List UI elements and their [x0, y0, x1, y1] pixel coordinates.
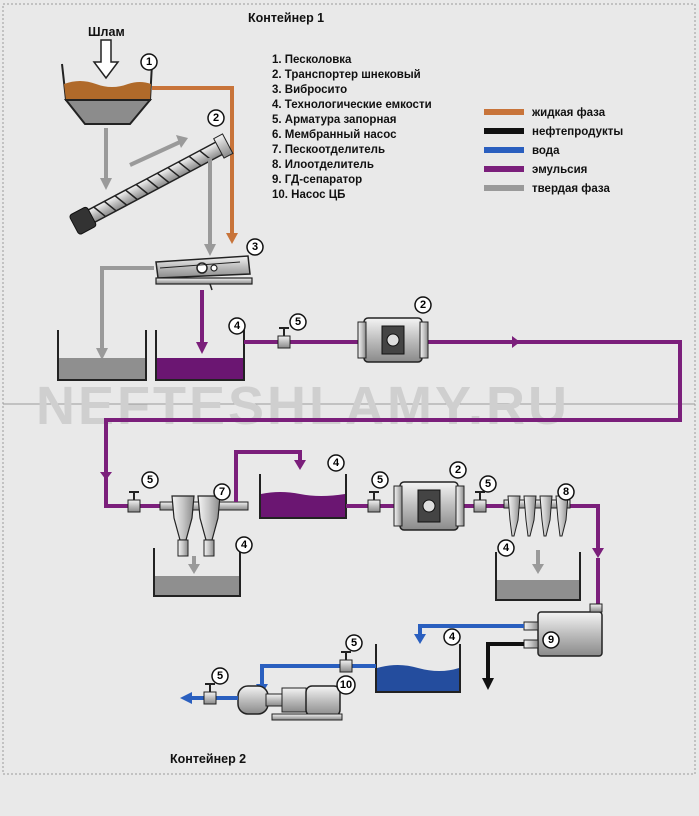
component-item: 7. Пескоотделитель — [272, 144, 385, 156]
marker-circle — [336, 675, 356, 695]
marker-group: 1 2 3 4 5 2 5 7 4 5 2 5 8 4 4 9 4 — [140, 53, 575, 695]
legend-swatch-liquid — [484, 109, 524, 115]
marker-circle — [235, 536, 253, 554]
legend-label: вода — [532, 145, 560, 157]
legend-swatch-water — [484, 147, 524, 153]
marker-circle — [140, 53, 158, 71]
solid-line-sieve — [100, 266, 154, 350]
legend: жидкая фаза нефтепродукты вода эмульсия … — [484, 107, 623, 195]
legend-swatch-emulsion — [484, 166, 524, 172]
marker-circle — [443, 628, 461, 646]
container-1-title: Контейнер 1 — [248, 11, 324, 25]
feed-arrow — [92, 39, 120, 80]
marker-circle — [327, 454, 345, 472]
emulsion-main-line — [104, 340, 682, 508]
marker-label: 3 — [252, 241, 258, 253]
marker-label: 4 — [241, 539, 248, 551]
component-item: 3. Вибросито — [272, 84, 347, 96]
sand-separator — [159, 495, 249, 557]
gd-separator — [523, 603, 603, 657]
components-list: 1. Песколовка 2. Транспортер шнековый 3.… — [272, 54, 432, 201]
tank-solid-2 — [153, 548, 241, 597]
marker-circle — [497, 539, 515, 557]
valve-5c — [367, 491, 381, 513]
marker-label: 1 — [146, 56, 152, 68]
marker-circle — [211, 667, 229, 685]
component-item: 10. Насос ЦБ — [272, 189, 345, 201]
tank-solid-1 — [57, 330, 147, 381]
legend-swatch-solid — [484, 185, 524, 191]
marker-circle — [557, 483, 575, 501]
sand-trap — [61, 63, 153, 125]
component-item: 2. Транспортер шнековый — [272, 69, 421, 81]
marker-circle — [289, 313, 307, 331]
marker-label: 5 — [351, 637, 357, 649]
marker-label: 5 — [217, 670, 223, 682]
diaphragm-pump-1 — [357, 317, 429, 363]
marker-circle — [371, 471, 389, 489]
marker-label: 4 — [234, 320, 241, 332]
tank-emulsion-1 — [155, 330, 245, 381]
legend-label: твердая фаза — [532, 183, 610, 195]
marker-circle — [449, 461, 467, 479]
marker-label: 7 — [219, 486, 225, 498]
component-item: 4. Технологические емкости — [272, 99, 432, 111]
screw-conveyor — [69, 133, 234, 235]
container-2-frame — [2, 403, 696, 775]
vibro-sieve — [155, 255, 253, 291]
marker-circle — [345, 634, 363, 652]
marker-circle — [228, 317, 246, 335]
marker-label: 2 — [455, 464, 461, 476]
component-item: 1. Песколовка — [272, 54, 352, 66]
watermark: NEFTESHLAMY.RU — [36, 376, 570, 436]
centrifugal-pump — [237, 685, 343, 721]
diaphragm-pump-2 — [393, 481, 465, 531]
marker-label: 8 — [563, 486, 569, 498]
container-2-title: Контейнер 2 — [170, 752, 246, 766]
marker-circle — [141, 471, 159, 489]
marker-circle — [207, 109, 225, 127]
tank-emulsion-2 — [259, 474, 347, 519]
marker-circle — [479, 475, 497, 493]
marker-label: 10 — [340, 679, 352, 691]
legend-label: нефтепродукты — [532, 126, 623, 138]
marker-circle — [246, 238, 264, 256]
liquid-phase-line — [152, 86, 234, 234]
feed-label: Шлам — [88, 25, 125, 39]
marker-label: 5 — [377, 474, 383, 486]
valve-5d — [473, 491, 487, 513]
component-item: 8. Илоотделитель — [272, 159, 374, 171]
marker-circle — [213, 483, 231, 501]
tank-water — [375, 644, 461, 693]
liquid-phase-arrow — [226, 233, 238, 244]
marker-label: 2 — [213, 112, 219, 124]
marker-circle — [542, 631, 560, 649]
marker-circle — [414, 296, 432, 314]
marker-label: 2 — [420, 299, 426, 311]
marker-label: 4 — [449, 631, 456, 643]
tank-solid-3 — [495, 552, 581, 601]
marker-label: 9 — [548, 634, 554, 646]
valve-5b — [127, 491, 141, 513]
valve-5f — [203, 683, 217, 705]
marker-label: 5 — [485, 478, 491, 490]
component-item: 9. ГД-сепаратор — [272, 174, 362, 186]
silt-separator — [503, 495, 571, 537]
marker-label: 4 — [333, 457, 340, 469]
marker-label: 5 — [295, 316, 301, 328]
component-item: 6. Мембранный насос — [272, 129, 397, 141]
legend-swatch-oil — [484, 128, 524, 134]
valve-5e — [339, 651, 353, 673]
component-item: 5. Арматура запорная — [272, 114, 397, 126]
legend-label: жидкая фаза — [531, 107, 606, 119]
marker-label: 4 — [503, 542, 510, 554]
legend-label: эмульсия — [532, 164, 587, 176]
marker-label: 5 — [147, 474, 153, 486]
valve-5a — [277, 327, 291, 349]
